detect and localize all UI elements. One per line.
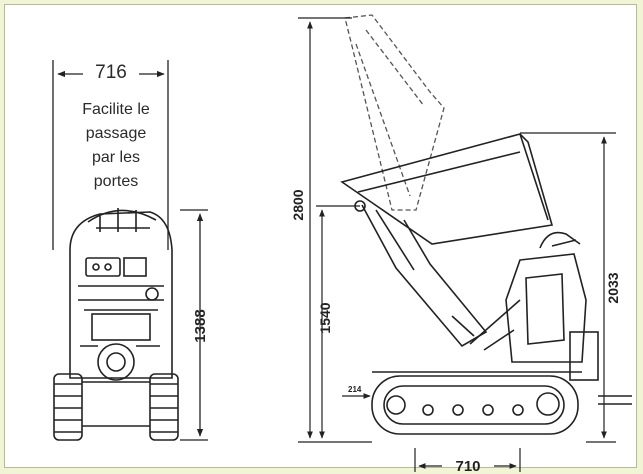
dim-716: 716 [83,62,139,84]
caption-line: passage [85,125,147,142]
dim-2033: 2033 [605,272,621,303]
dimension-lines-side [298,17,616,472]
dim-710: 710 [455,458,480,474]
caption-line: par les [91,149,141,166]
dim-2800: 2800 [290,189,306,220]
dim-1540: 1540 [317,302,333,333]
side-view-tipped-skip [344,14,445,211]
caption-line: portes [93,173,139,190]
front-view-machine [53,208,179,441]
dim-1388: 1388 [192,309,209,342]
dim-214: 214 [348,385,362,394]
door-passage-caption: Facilite le passage par les portes [58,98,174,194]
caption-line: Facilite le [82,101,150,118]
side-view-machine [340,133,632,435]
dimension-lines-front [52,60,208,441]
